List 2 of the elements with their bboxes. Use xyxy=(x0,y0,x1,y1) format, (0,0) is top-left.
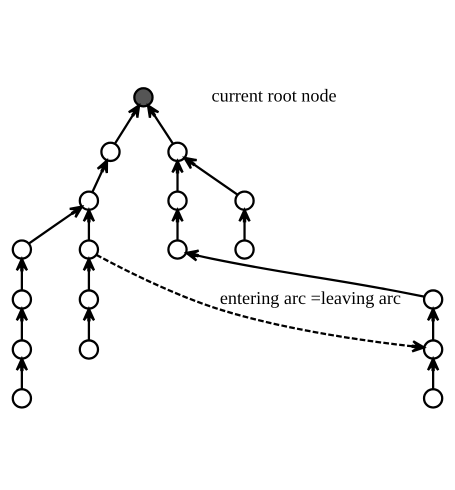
node-label: current root node xyxy=(212,86,337,106)
edge-label: entering arc =leaving arc xyxy=(220,288,401,308)
